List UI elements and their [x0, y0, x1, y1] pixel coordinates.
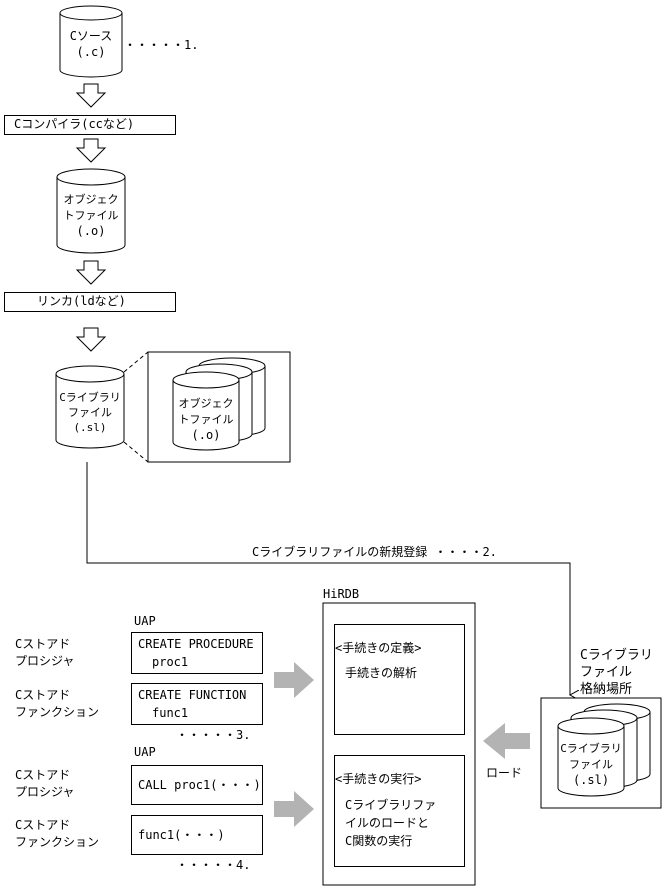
inset-cyl-line3: (.o): [191, 428, 221, 442]
exec-title: <手続きの実行>: [335, 772, 422, 786]
uap-bottom-func-label-1: Cストアド: [15, 818, 71, 832]
call-proc-label: CALL proc1(・・・): [138, 778, 261, 792]
inset-cyl-line1: オブジェク: [178, 397, 234, 410]
linker-box: リンカ(ldなど): [4, 292, 176, 312]
registration-label: Cライブラリファイルの新規登録 ・・・・2.: [252, 545, 497, 559]
down-arrow-4: [75, 327, 107, 352]
compiler-label: Cコンパイラ(ccなど): [14, 117, 135, 131]
func-call-label: func1(・・・): [138, 828, 225, 842]
storage-cyl-line2: ファイル: [569, 758, 613, 771]
uap-bottom-proc-label-2: プロシジャ: [15, 785, 75, 799]
storage-cyl-line1: Cライブラリ: [560, 742, 622, 755]
uap-bottom-label: UAP: [134, 745, 156, 759]
storage-label-line3: 格納場所: [580, 682, 633, 697]
exec-line3: C関数の実行: [345, 834, 413, 848]
define-box: <手続きの定義> 手続きの解析: [334, 624, 465, 735]
gray-arrow-right-1: [274, 662, 314, 698]
note-3: ・・・・・3.: [176, 728, 251, 742]
create-function-box: CREATE FUNCTION func1: [131, 683, 263, 725]
object-cyl-line3: (.o): [76, 224, 106, 238]
clib-cylinder: [55, 365, 125, 449]
call-proc-box: CALL proc1(・・・): [131, 765, 263, 805]
storage-cyl-line3: (.sl): [572, 773, 610, 787]
hirdb-label: HiRDB: [323, 587, 360, 601]
load-label: ロード: [486, 766, 523, 780]
exec-line1: Cライブラリファ: [345, 798, 437, 812]
gray-arrow-right-2: [274, 791, 314, 827]
create-procedure-line2: proc1: [152, 655, 189, 669]
note-4: ・・・・・4.: [176, 858, 251, 872]
down-arrow-2: [75, 138, 107, 163]
compiler-box: Cコンパイラ(ccなど): [4, 115, 176, 135]
storage-label-line2: ファイル: [580, 665, 633, 680]
uap-top-proc-label-2: プロシジャ: [15, 654, 75, 668]
object-cyl-line1: オブジェク: [63, 193, 119, 206]
linker-label: リンカ(ldなど): [37, 294, 126, 308]
inset-box: [123, 351, 291, 463]
create-procedure-line1: CREATE PROCEDURE: [138, 637, 254, 651]
storage-box: [540, 697, 662, 809]
func-call-box: func1(・・・): [131, 815, 263, 855]
object-cylinder: [56, 168, 126, 254]
down-arrow-1: [75, 83, 107, 108]
gray-arrow-left-load: [483, 723, 530, 759]
create-function-line2: func1: [152, 706, 189, 720]
uap-bottom-proc-label-1: Cストアド: [15, 768, 71, 782]
clib-cyl-line2: ファイル: [68, 406, 112, 419]
define-body: 手続きの解析: [345, 666, 418, 680]
inset-cyl-line2: トファイル: [178, 413, 234, 426]
uap-top-label: UAP: [134, 614, 156, 628]
exec-line2: イルのロードと: [345, 816, 430, 830]
object-cyl-line2: トファイル: [63, 209, 119, 222]
source-cyl-line2: (.c): [76, 45, 106, 59]
define-title: <手続きの定義>: [335, 641, 422, 655]
create-function-line1: CREATE FUNCTION: [138, 688, 247, 702]
uap-top-func-label-2: ファンクション: [15, 705, 100, 719]
clib-cyl-line1: Cライブラリ: [59, 391, 121, 404]
down-arrow-3: [75, 260, 107, 285]
note-1: ・・・・・1.: [124, 38, 199, 52]
storage-label-line1: Cライブラリ: [580, 648, 653, 663]
exec-box: <手続きの実行> Cライブラリファ イルのロードと C関数の実行: [334, 755, 465, 867]
uap-bottom-func-label-2: ファンクション: [15, 835, 100, 849]
uap-top-func-label-1: Cストアド: [15, 688, 71, 702]
create-procedure-box: CREATE PROCEDURE proc1: [131, 632, 263, 674]
uap-top-proc-label-1: Cストアド: [15, 637, 71, 651]
source-cyl-line1: Cソース: [69, 29, 113, 43]
source-cylinder: [59, 5, 123, 78]
clib-cyl-line3: (.sl): [73, 421, 107, 434]
registration-line: [86, 462, 570, 695]
